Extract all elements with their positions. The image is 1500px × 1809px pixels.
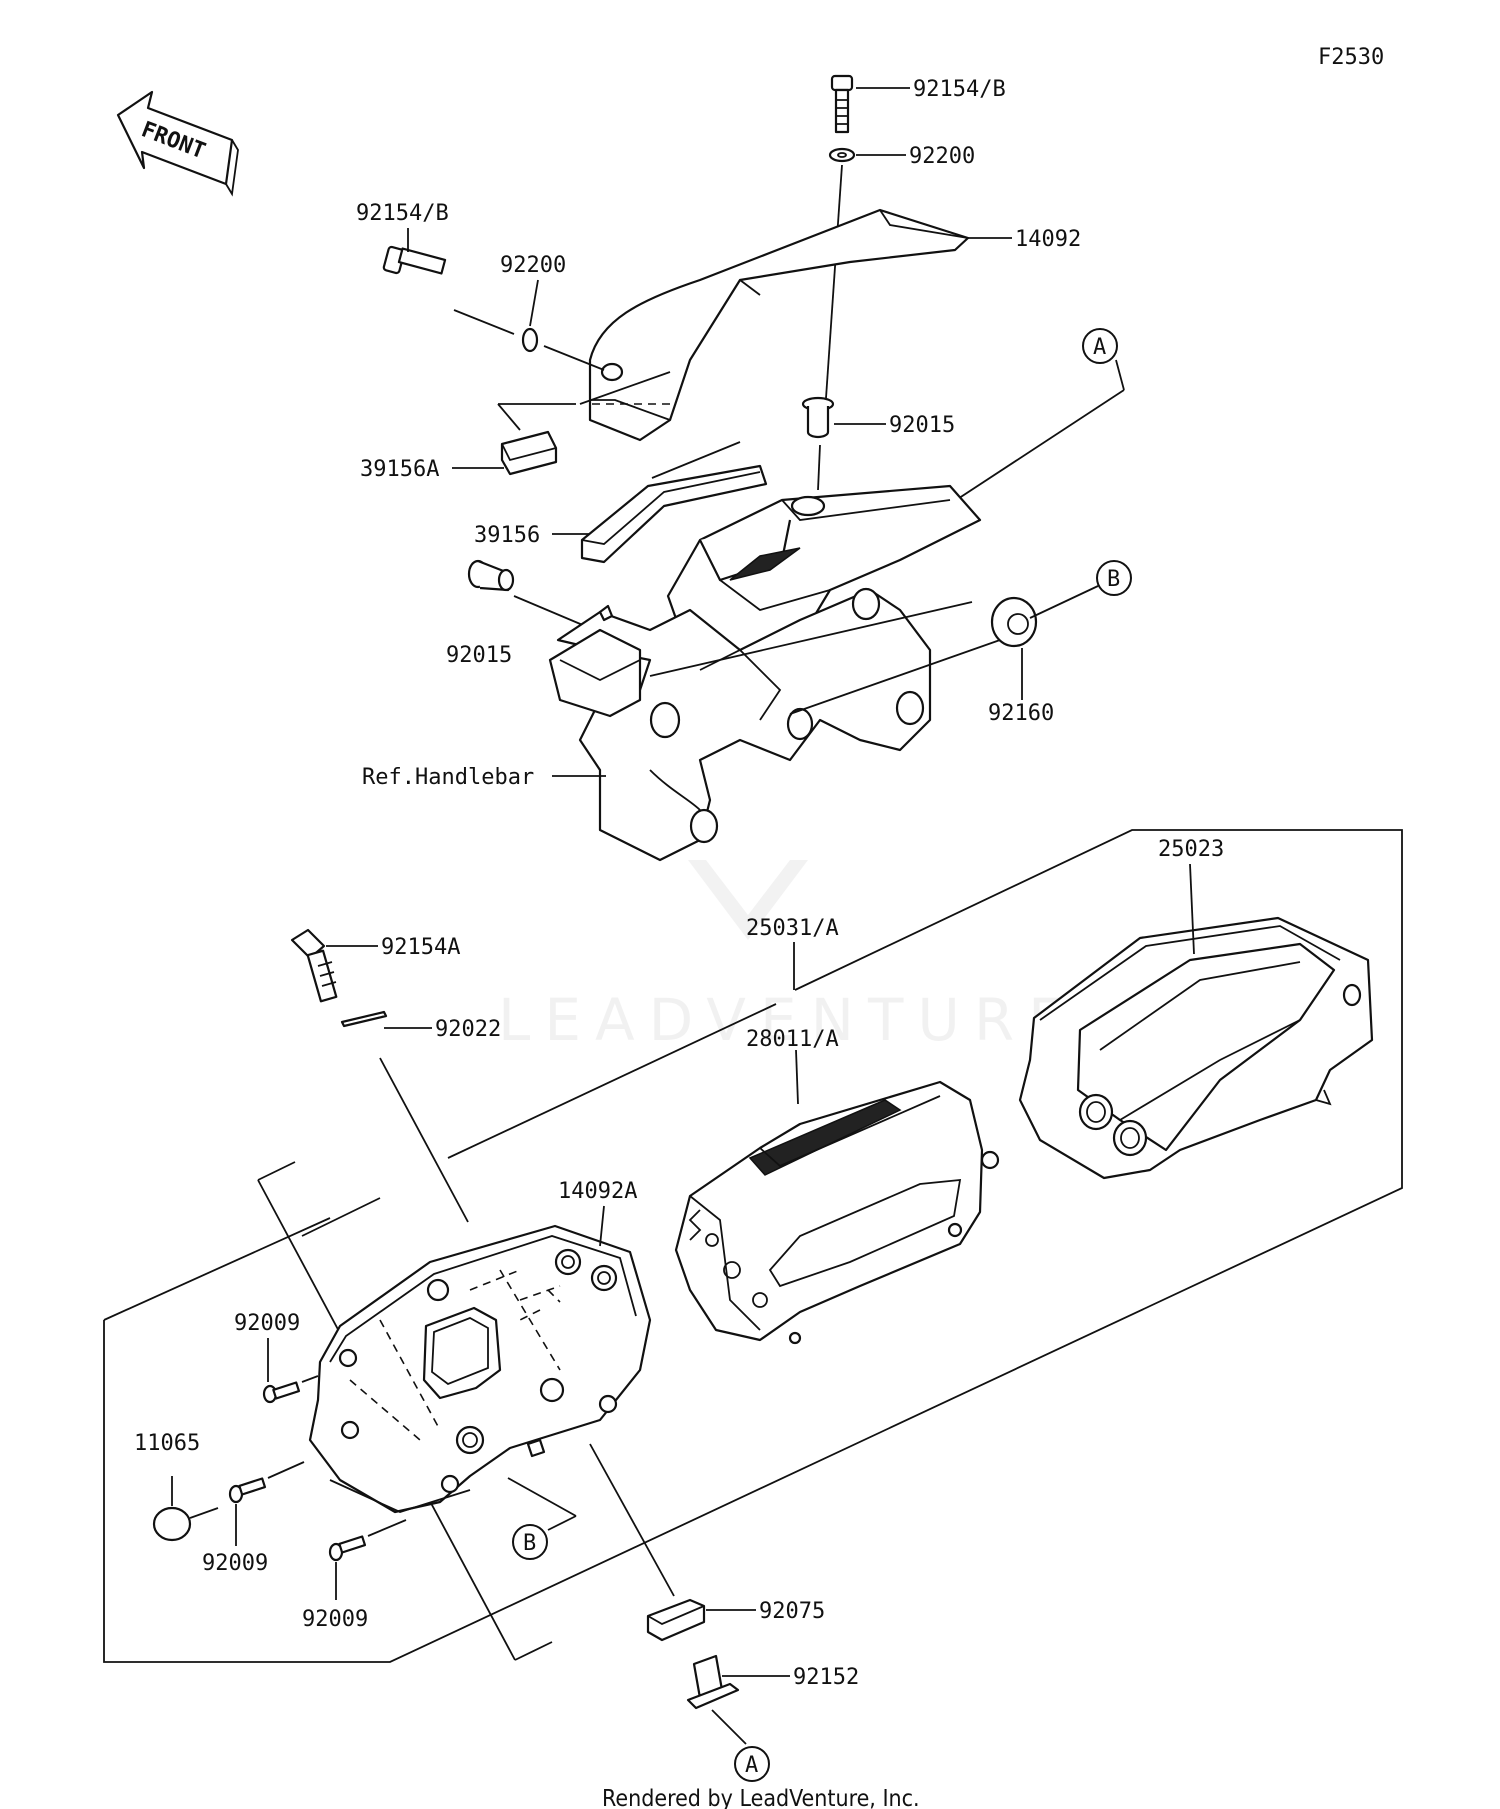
label-14092a: 14092A [558,1179,637,1204]
label-92015-left: 92015 [446,643,512,668]
watermark: LEADVENTURE [498,860,1079,1054]
label-92009-b: 92009 [202,1551,268,1576]
callout-b-right: B [1096,560,1132,596]
svg-text:A: A [745,1753,758,1778]
callout-b-bottom: B [512,1524,548,1560]
plug-11065-icon [152,1506,192,1542]
callout-a-top: A [1082,328,1118,364]
screw-92009-c-icon [328,1535,367,1562]
label-92009-a: 92009 [234,1311,300,1336]
collar-92015-right-icon [801,396,835,439]
watermark-text: LEADVENTURE [498,986,1079,1054]
label-28011a: 28011/A [746,1027,839,1052]
callout-a-bottom: A [734,1746,770,1782]
label-39156: 39156 [474,523,540,548]
bolt-92154b-top-icon [830,74,854,134]
label-ref-handlebar: Ref.Handlebar [362,765,534,790]
label-25023: 25023 [1158,837,1224,862]
bolt-92154a-icon [290,928,338,1003]
collar-92152-icon [686,1654,740,1710]
label-11065: 11065 [134,1431,200,1456]
label-25031a: 25031/A [746,916,839,941]
collar-92015-left-icon [467,559,515,592]
label-92154b-top: 92154/B [913,77,1006,102]
figure-id: F2530 [1318,45,1384,70]
label-92009-c: 92009 [302,1607,368,1632]
ring-92022-icon [340,1010,388,1028]
label-92154b-left: 92154/B [356,201,449,226]
washer-92200-top-icon [828,147,856,163]
bolt-92154b-left-icon [382,245,447,275]
label-92160: 92160 [988,701,1054,726]
label-14092: 14092 [1015,227,1081,252]
grommet-92160-icon [990,596,1038,648]
meter-unit-28011a [674,1080,1000,1345]
front-arrow-icon: FRONT [116,90,239,197]
footer-credit: Rendered by LeadVenture, Inc. [602,1786,920,1809]
screw-92009-b-icon [228,1477,267,1504]
label-92154a: 92154A [381,935,460,960]
meter-cover-25023 [1018,916,1374,1180]
pad-39156a-icon [500,430,558,476]
assembly-boundary [103,829,1403,1663]
cover-14092 [588,208,970,442]
washer-92200-left-icon [521,327,539,353]
label-92200-top: 92200 [909,144,975,169]
label-92015-right: 92015 [889,413,955,438]
grommet-92075-icon [646,1598,706,1642]
svg-text:B: B [523,1531,536,1556]
screw-92009-a-icon [262,1381,301,1404]
label-92075: 92075 [759,1599,825,1624]
label-39156a: 39156A [360,457,439,482]
meter-bracket [548,484,982,862]
label-92022: 92022 [435,1017,501,1042]
svg-text:A: A [1093,335,1106,360]
strip-39156-icon [580,464,768,564]
label-92200-left: 92200 [500,253,566,278]
meter-case-14092a [308,1224,652,1514]
label-92152: 92152 [793,1665,859,1690]
svg-text:B: B [1107,567,1120,592]
